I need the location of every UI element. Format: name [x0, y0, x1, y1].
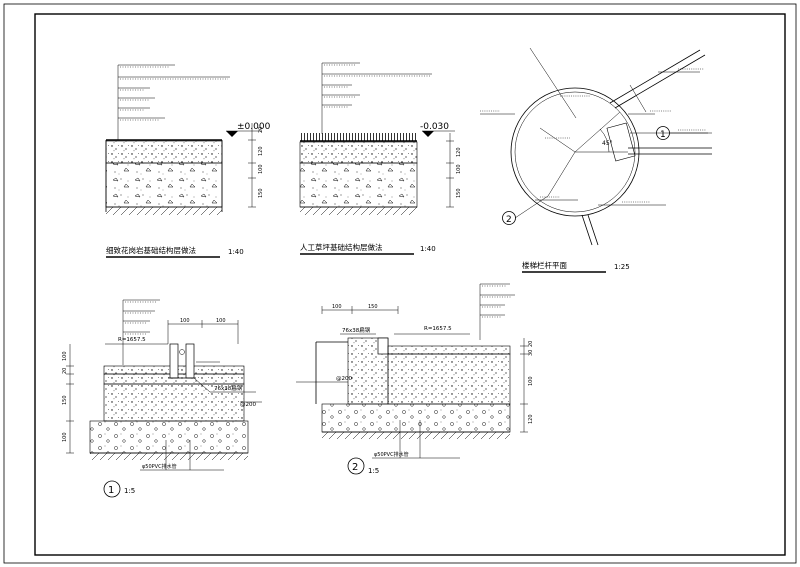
detail-2-leaders	[479, 283, 515, 340]
outer-border	[3, 3, 797, 564]
detail-c-angle: 45°	[602, 140, 613, 147]
detail-b-dim-1: 120	[456, 147, 462, 157]
detail-b-dim-3: 150	[456, 188, 462, 198]
detail-1-radius: R=1657.5	[118, 337, 146, 343]
detail-1-section: 100 100 R=1657.5 100 20 150 100 76x38扁钢 …	[62, 299, 262, 498]
detail-1-marker: 1	[108, 485, 114, 496]
detail-a-leaders	[117, 64, 230, 140]
detail-1-dim-left-1: 100	[62, 351, 68, 361]
detail-c-title: 楼梯栏杆平面	[522, 260, 567, 270]
detail-1-part: 76x38扁钢	[214, 384, 243, 392]
detail-1-dim-left-2: 20	[62, 368, 68, 374]
detail-c-marker-2: 2	[506, 215, 512, 225]
detail-2-scale: 1:5	[368, 467, 379, 475]
detail-1-leaders	[122, 299, 160, 365]
inner-border	[34, 13, 786, 556]
plan-circle-inner	[514, 91, 636, 213]
detail-1-note-bottom: φ50PVC排水管	[142, 463, 177, 470]
detail-1-dim-left-3: 150	[62, 395, 68, 405]
detail-1-dim-left-4: 100	[62, 432, 68, 442]
detail-a-dim-3: 100	[258, 164, 264, 174]
detail-b-title: 人工草坪基础结构层做法	[300, 242, 383, 252]
detail-b-turf-section: -0.030 120 100 150 人工草坪基础结构层做法 1:40	[299, 62, 462, 255]
detail-2-dim-right-1: 20	[528, 341, 534, 347]
detail-a-dim-1: 20	[258, 127, 264, 133]
detail-a-scale: 1:40	[228, 248, 244, 256]
detail-c-marker-1: 1	[660, 130, 666, 140]
detail-2-section: 100 150 76x38扁钢 R=1657.5 20 30 100 120 @…	[296, 283, 534, 475]
detail-a-dim-4: 150	[258, 188, 264, 198]
detail-2-dim-right-3: 100	[528, 376, 534, 386]
detail-2-spacing: @200	[336, 376, 352, 382]
detail-a-level: ±0.000	[237, 122, 271, 132]
detail-a-granite-section: ±0.000 20 120 100 150 细致花岗岩基础结构层做法 1:40	[105, 64, 271, 258]
detail-1-scale: 1:5	[124, 487, 135, 495]
detail-b-scale: 1:40	[420, 245, 436, 253]
detail-a-dim-2: 120	[258, 146, 264, 156]
plan-circle-outer	[510, 87, 640, 217]
detail-2-part: 76x38扁钢	[342, 326, 371, 334]
detail-b-leaders	[321, 62, 432, 134]
detail-2-note-bottom: φ50PVC排水管	[374, 451, 409, 458]
detail-c-circular-plan: 45° 1 2	[480, 47, 712, 273]
detail-2-dim-right-2: 30	[528, 350, 534, 356]
detail-b-level: -0.030	[420, 122, 449, 132]
detail-1-spacing: @200	[240, 402, 256, 408]
detail-2-dim-right-4: 120	[528, 414, 534, 424]
detail-2-dim-top-1: 100	[332, 304, 342, 310]
detail-1-dim-top-2: 100	[216, 318, 226, 324]
detail-2-dim-top-2: 150	[368, 304, 378, 310]
detail-a-title: 细致花岗岩基础结构层做法	[106, 245, 196, 255]
detail-c-scale: 1:25	[614, 263, 630, 271]
detail-b-dim-2: 100	[456, 164, 462, 174]
detail-2-marker: 2	[352, 462, 358, 473]
detail-2-radius: R=1657.5	[424, 326, 452, 332]
detail-1-dim-top-1: 100	[180, 318, 190, 324]
